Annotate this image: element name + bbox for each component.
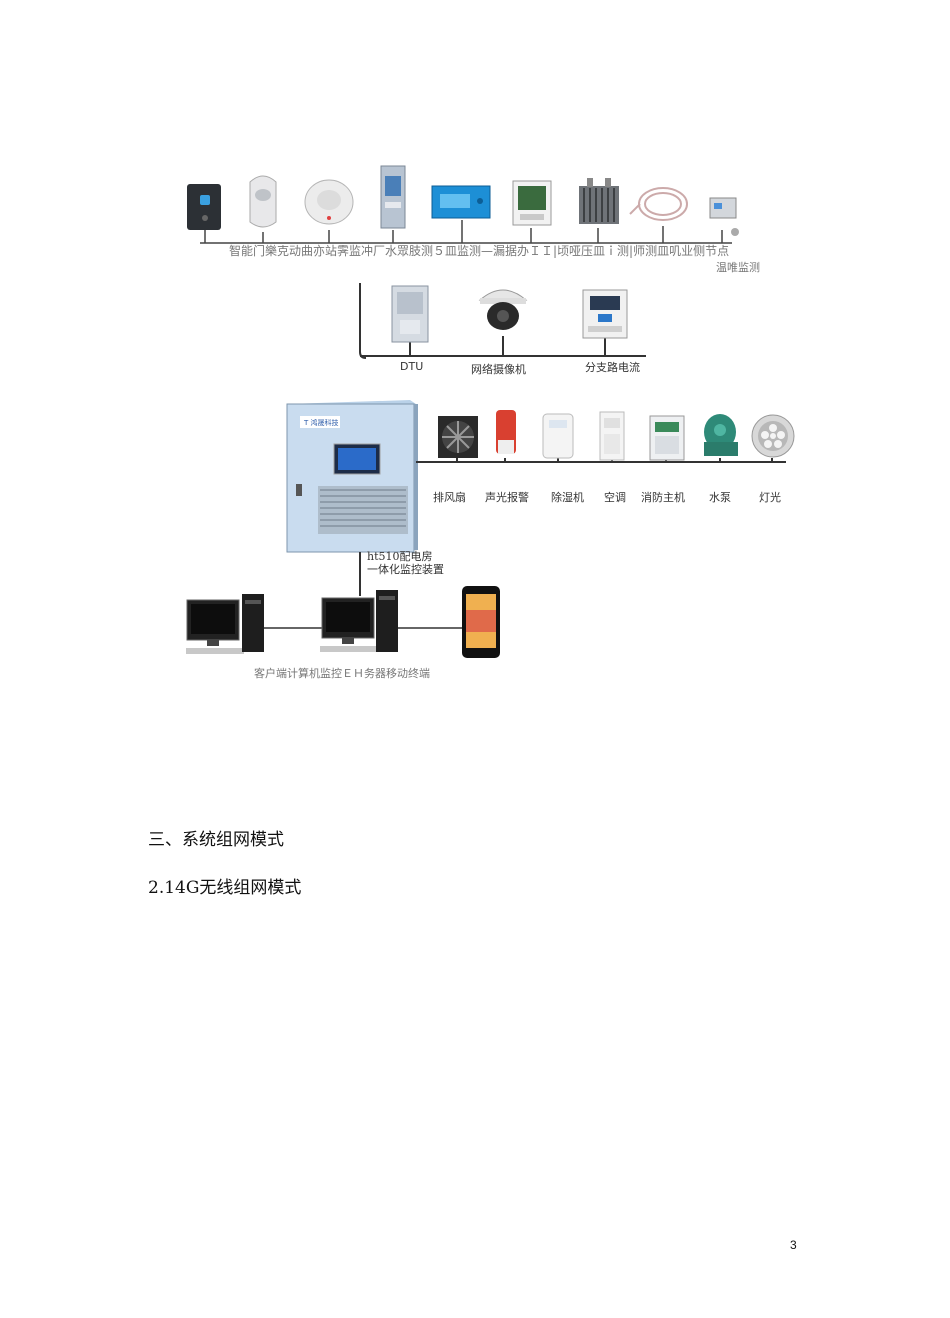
sensor-node-icon <box>709 197 739 236</box>
camera-icon <box>478 289 528 330</box>
fire-host-label: 消防主机 <box>641 491 685 504</box>
transformer-icon <box>579 178 619 224</box>
water-leak-sensor-icon <box>431 185 491 219</box>
sensor-labels: 智能门樂克动曲亦站霁监冲厂水眾肢测５皿监测—漏据办ＩＩ|顷哑压皿ｉ测|师测皿叽业… <box>229 244 730 258</box>
circuit-breaker-icon <box>582 289 628 339</box>
water-pump-icon <box>704 414 738 456</box>
fan-label: 排风扇 <box>433 491 466 504</box>
branch-current-label: 分支路电流 <box>585 361 640 374</box>
dehumidifier-icon <box>542 413 574 459</box>
camera-label: 网络摄像机 <box>471 363 526 376</box>
air-conditioner-icon <box>599 411 625 461</box>
dtu-cabinet-icon <box>391 285 429 343</box>
power-module-icon <box>380 165 406 229</box>
exhaust-fan-icon <box>438 416 478 458</box>
light-label: 灯光 <box>759 491 781 504</box>
infrared-detector-icon <box>249 175 277 228</box>
alarm-label: 声光报警 <box>485 491 529 504</box>
svg-text:T 鸿晟科技: T 鸿晟科技 <box>303 418 339 427</box>
ac-label: 空调 <box>604 491 626 504</box>
alarm-light-icon <box>496 410 516 454</box>
page-number: 3 <box>790 1238 797 1252</box>
dtu-label: DTU <box>400 360 424 373</box>
mobile-terminal-icon <box>462 586 500 658</box>
main-device-label-line1: ht510配电房 <box>367 550 433 563</box>
main-monitoring-cabinet-icon: T 鸿晟科技 <box>286 400 418 553</box>
monitoring-server-icon <box>320 590 398 652</box>
light-fixture-icon <box>751 414 795 458</box>
sub-heading: 2.14G无线组网模式 <box>148 878 302 898</box>
temperature-label: 温唯监测 <box>716 261 760 274</box>
client-computer-icon <box>186 594 264 654</box>
bottom-labels: 客户端计算机监控ＥＨ务器移动终端 <box>254 667 430 680</box>
card-reader-icon <box>187 184 221 230</box>
section-heading: 三、系统组网模式 <box>148 830 284 850</box>
pump-label: 水泵 <box>709 491 731 504</box>
display-panel-icon <box>512 180 552 226</box>
temperature-cable-icon <box>629 187 688 221</box>
dehumidifier-label: 除湿机 <box>551 491 584 504</box>
fire-control-host-icon <box>649 415 685 461</box>
smoke-detector-icon <box>304 179 354 225</box>
main-device-label-line2: 一体化监控装置 <box>367 563 444 576</box>
